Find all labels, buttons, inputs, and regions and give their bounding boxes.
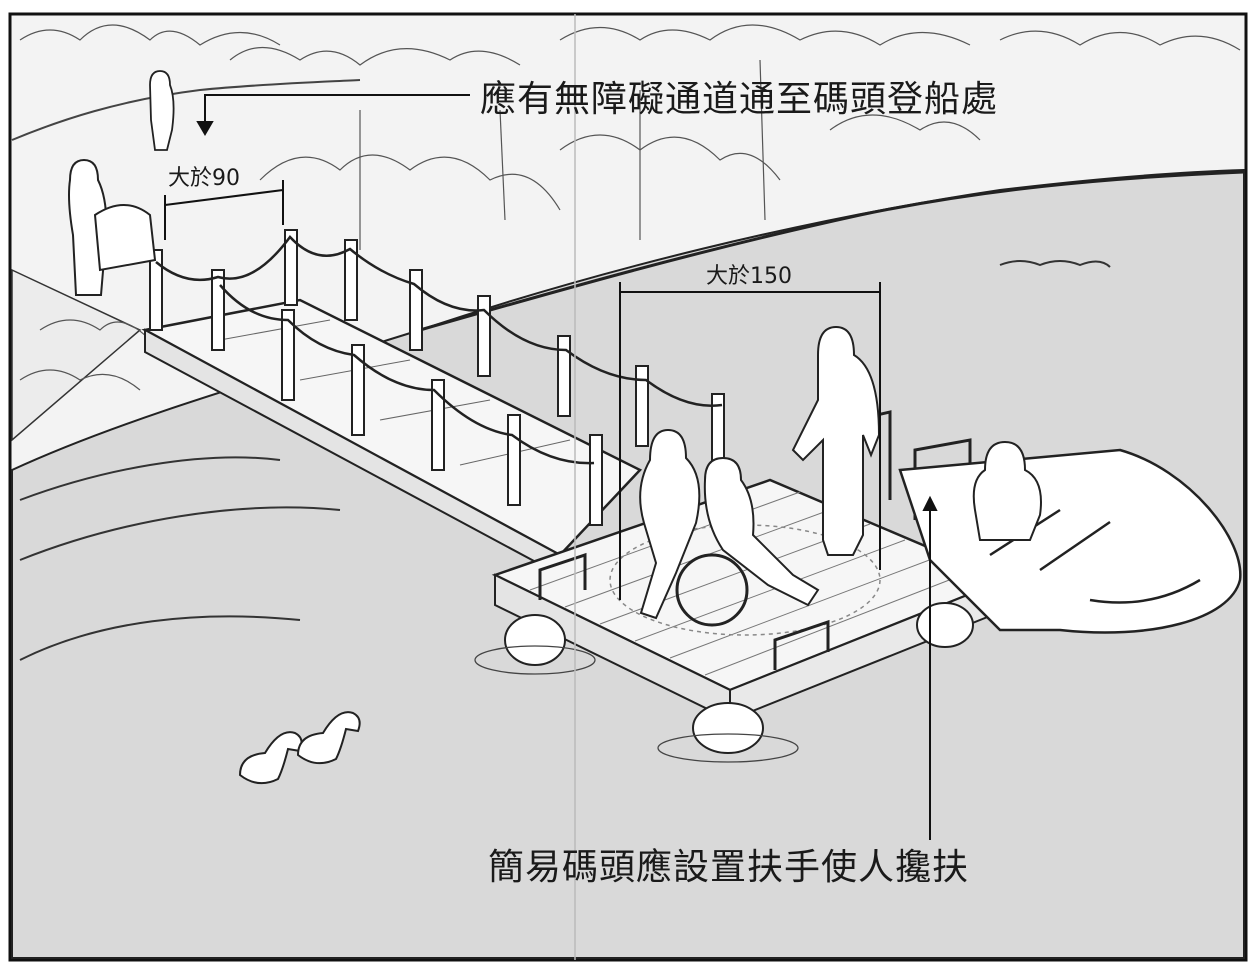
distant-walker: [149, 70, 175, 151]
accessible-path-note: 應有無障礙通道通至碼頭登船處: [480, 79, 999, 120]
trees: [19, 24, 1241, 391]
leader-lines: [196, 94, 938, 840]
dimension-150: [619, 282, 881, 600]
shore-person-pushing: [68, 158, 108, 296]
water-ripples: [19, 260, 1111, 661]
near-bank: [11, 268, 142, 442]
handrail-note: 簡易碼頭應設置扶手使人攙扶: [488, 847, 970, 888]
dimension-90: [164, 180, 284, 240]
standing-person: [791, 325, 881, 556]
caregiver-person: [639, 428, 701, 620]
land-path: [11, 79, 361, 141]
rope-railing: [149, 229, 725, 526]
wheelchair-wheel: [675, 553, 749, 627]
boat-passenger: [972, 440, 1042, 541]
path-width-dimension: 大於90: [168, 166, 240, 191]
far-shoreline: [419, 170, 1245, 332]
stroller: [93, 204, 157, 272]
wheelchair-user: [703, 456, 820, 607]
float-ripples: [474, 645, 799, 763]
platform-width-dimension: 大於150: [706, 264, 792, 289]
ropes: [155, 235, 723, 465]
ducks: [238, 711, 361, 785]
